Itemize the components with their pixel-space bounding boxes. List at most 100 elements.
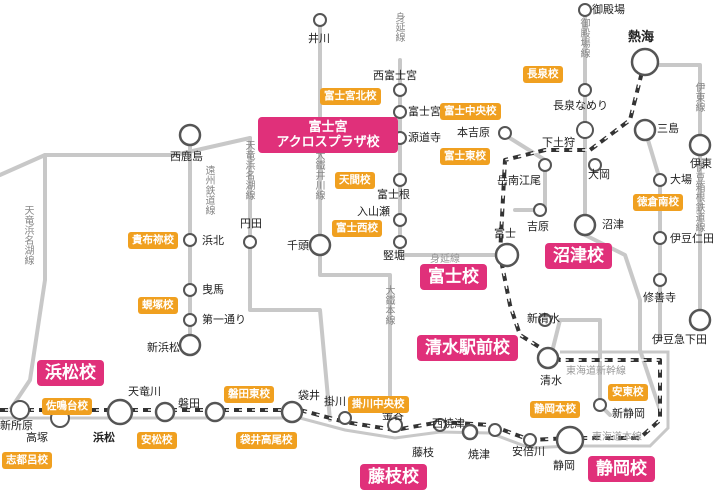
station-fujieda: 藤枝 — [412, 446, 434, 459]
station-shuzenji: 修善寺 — [643, 291, 676, 304]
school-shizuoka-honsha[interactable]: 静岡本校 — [530, 401, 580, 418]
school-hamamatsu[interactable]: 浜松校 — [37, 360, 104, 386]
school-fuji-higashi[interactable]: 富士東校 — [440, 148, 490, 165]
station-oba: 大場 — [670, 173, 692, 186]
school-nagaizumi[interactable]: 長泉校 — [523, 66, 563, 83]
line-name-shinkansen: 東海道新幹線 — [566, 366, 626, 377]
school-tenma[interactable]: 天間校 — [335, 172, 375, 189]
line-name-izuhakone: 伊豆箱根鉄道線 — [693, 162, 704, 232]
school-tobitsuka[interactable]: 蜆塚校 — [138, 297, 178, 314]
line-minobu — [398, 58, 512, 257]
station-iwata: 磐田 — [178, 397, 200, 410]
station-nagaizumi-marker — [578, 83, 592, 97]
school-fuji-chuo[interactable]: 富士中央校 — [440, 103, 501, 120]
station-gakunan-enoo: 岳南江尾 — [497, 174, 541, 187]
school-fuji[interactable]: 富士校 — [420, 264, 487, 290]
school-sanaruda[interactable]: 佐鳴台校 — [42, 398, 92, 415]
station-senzu-marker — [308, 233, 332, 257]
school-fujieda[interactable]: 藤枝校 — [360, 464, 427, 490]
station-kakegawa-marker — [338, 411, 352, 425]
line-name-ito: 伊東線 — [693, 82, 704, 112]
station-nishifujinomiya-marker — [393, 83, 407, 97]
station-yaizu-marker — [488, 423, 502, 437]
line-name-oigawa: 大鐵井川線 — [313, 150, 324, 200]
station-abekawa: 安倍川 — [512, 445, 545, 458]
station-atami: 熱海 — [628, 30, 655, 45]
station-nishikashima-marker — [178, 123, 202, 147]
station-shimizu-marker — [536, 346, 560, 370]
station-izukyu-shimoda: 伊豆急下田 — [652, 333, 707, 346]
station-gotenba: 御殿場 — [592, 3, 625, 16]
school-fujinomiya-acros[interactable]: 富士宮 アクロスプラザ校 — [258, 117, 398, 153]
station-shinjohara-marker — [10, 400, 30, 420]
station-endake-marker — [243, 235, 257, 249]
station-genmichiji: 源道寺 — [408, 131, 441, 144]
station-fujinomiya: 富士宮 — [408, 105, 441, 118]
station-daiichi-marker — [183, 313, 197, 327]
line-tenhama-down — [8, 153, 47, 412]
station-shinshimizu: 新清水 — [527, 312, 560, 325]
station-fukuroi-marker — [280, 400, 304, 424]
station-ito-marker — [688, 133, 712, 157]
station-iriyamase-marker — [393, 213, 407, 227]
school-shizuoka[interactable]: 静岡校 — [588, 456, 655, 482]
station-fujine-marker — [393, 173, 407, 187]
station-fukuroi: 袋井 — [298, 389, 320, 402]
school-fujinomiya-acros-line1: 富士宮 — [308, 120, 348, 135]
station-kosai: 高塚 — [26, 431, 48, 444]
station-nishifujinomiya: 西富士宮 — [373, 69, 417, 82]
line-oigawa-main — [318, 243, 392, 427]
station-mishima-marker — [633, 118, 657, 142]
station-numazu: 沼津 — [602, 218, 624, 231]
line-name-minobu: 身延線 — [393, 12, 404, 42]
school-annaka[interactable]: 安松校 — [137, 432, 177, 449]
station-yaizu: 焼津 — [468, 448, 490, 461]
station-senzu: 千頭 — [287, 239, 309, 252]
school-fujinomiya-kita[interactable]: 富士宮北校 — [320, 88, 381, 105]
station-nishiyaizu-marker — [433, 418, 447, 432]
station-motoyoshiwara-marker — [498, 126, 512, 140]
school-fuji-nishi[interactable]: 富士西校 — [332, 220, 382, 237]
school-anshin[interactable]: 安東校 — [608, 384, 648, 401]
station-abekawa-marker — [523, 433, 537, 447]
station-iwata-marker — [204, 401, 226, 423]
station-shinshizuoka: 新静岡 — [612, 407, 645, 420]
station-fujieda-marker — [461, 423, 479, 441]
station-numazu-marker — [573, 213, 597, 237]
station-fujinomiya-marker — [393, 105, 407, 119]
school-fukuroi-takao[interactable]: 袋井高尾校 — [236, 432, 297, 449]
school-tokura-minami[interactable]: 徳倉南校 — [633, 194, 683, 211]
school-kakegawa-chuo[interactable]: 掛川中央校 — [348, 396, 409, 413]
station-tenryugawa: 天竜川 — [128, 385, 161, 398]
station-fuji: 富士 — [494, 227, 516, 240]
station-shimotogari: 下土狩 — [542, 136, 575, 149]
school-fujinomiya-acros-line2: アクロスプラザ校 — [276, 135, 380, 150]
station-daiichi-dori: 第一通り — [202, 313, 246, 326]
school-iwata-higashi[interactable]: 磐田東校 — [224, 386, 274, 403]
station-kanaya-marker — [387, 417, 403, 433]
station-izunitta: 伊豆仁田 — [670, 232, 714, 245]
line-name-tenhama2: 天竜浜名湖線 — [243, 140, 254, 200]
station-nishikashima: 西鹿島 — [170, 150, 203, 163]
station-hikuma-marker — [183, 283, 197, 297]
school-shitoro[interactable]: 志都呂校 — [2, 452, 52, 469]
line-name-tenhama: 天竜浜名湖線 — [22, 205, 33, 265]
station-ikawa-marker — [313, 13, 327, 27]
station-fujine: 富士根 — [377, 188, 410, 201]
station-shizuoka: 静岡 — [553, 459, 575, 472]
station-nagaizumi-nameri: 長泉なめり — [553, 99, 608, 112]
school-kifune[interactable]: 貴布祢校 — [128, 232, 178, 249]
station-tenryugawa-marker — [154, 401, 176, 423]
station-yoshiwara-marker — [533, 203, 547, 217]
station-izunitta-marker — [653, 231, 667, 245]
station-shinshizuoka-marker — [593, 398, 607, 412]
line-ito — [646, 63, 702, 322]
station-shizuoka-marker — [555, 425, 585, 455]
station-gakunan-marker — [538, 158, 552, 172]
station-hamakita: 浜北 — [202, 234, 224, 247]
school-numazu[interactable]: 沼津校 — [545, 243, 612, 269]
station-yoshiwara: 吉原 — [527, 220, 549, 233]
line-tenhama-left — [0, 136, 252, 177]
station-motoyoshiwara: 本吉原 — [457, 126, 490, 139]
school-shimizu-ekimae[interactable]: 清水駅前校 — [417, 335, 518, 361]
